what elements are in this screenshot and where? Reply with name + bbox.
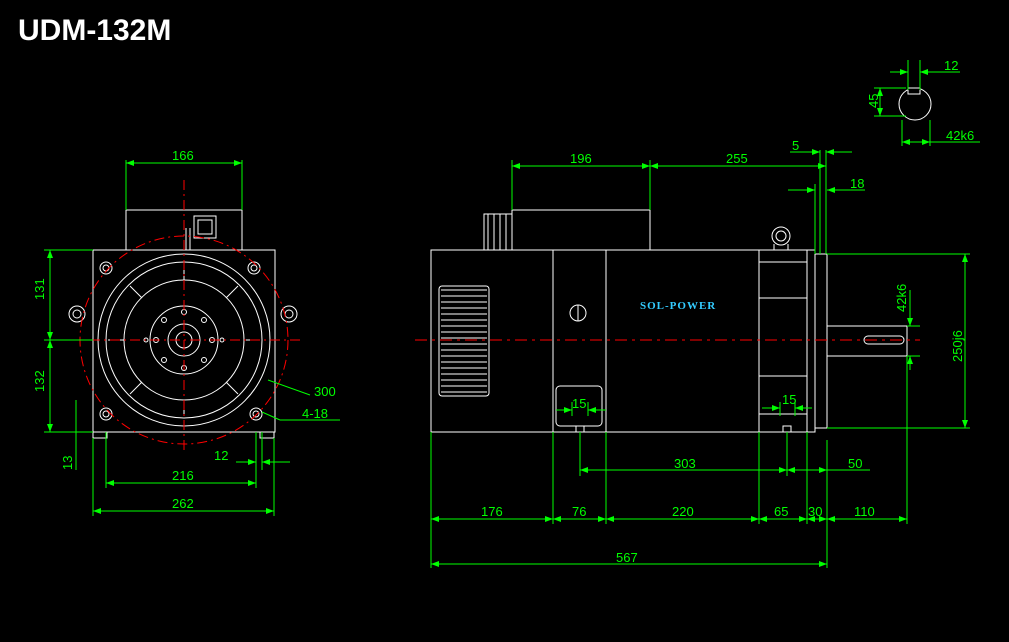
dim-front-height-lower: 132	[32, 370, 47, 392]
front-gland	[193, 215, 217, 239]
dim-front-height-upper: 131	[32, 278, 47, 300]
dim-seg-a: 176	[481, 504, 503, 519]
dim-key-shaft-fit: 42k6	[946, 128, 974, 143]
dim-front-bolt-circle: 300	[314, 384, 336, 399]
front-centerlines	[50, 180, 300, 450]
dim-foot-span: 303	[674, 456, 696, 471]
dim-front-hole-offset: 12	[214, 448, 228, 463]
side-view	[430, 209, 908, 433]
dim-seg-b: 76	[572, 504, 586, 519]
dim-front-width-top: 166	[172, 148, 194, 163]
side-dimension-labels: 196 255 5 18 42k6 250j6 15 15 303 50 176…	[481, 138, 965, 565]
front-dimension-labels: 166 131 132 13 300 4-18 12 216 262	[32, 148, 336, 511]
dim-front-foot-thickness: 13	[60, 456, 75, 470]
dim-side-box-length: 196	[570, 151, 592, 166]
side-cooling-vents	[438, 285, 490, 397]
dim-seg-e: 30	[808, 504, 822, 519]
brand-label: SOL-POWER	[640, 300, 716, 312]
key-detail: 12 45 42k6	[866, 58, 980, 146]
front-dimensions	[44, 160, 340, 516]
dim-spigot-diameter: 250j6	[950, 330, 965, 362]
dim-side-box-to-flange: 255	[726, 151, 748, 166]
dim-front-holes: 4-18	[302, 406, 328, 421]
dim-overall-length: 567	[616, 550, 638, 565]
side-shaft	[826, 325, 908, 357]
drawing-title: UDM-132M	[18, 14, 172, 47]
dim-key-height: 45	[866, 94, 881, 108]
side-flange	[814, 253, 828, 429]
side-dimensions	[430, 149, 970, 568]
front-view	[68, 209, 298, 439]
dim-seg-c: 220	[672, 504, 694, 519]
dim-seg-d: 65	[774, 504, 788, 519]
side-main-body	[430, 249, 760, 433]
dim-foot-pad-left: 15	[572, 396, 586, 411]
dim-shaft-diameter: 42k6	[894, 284, 909, 312]
dim-front-hole-span: 216	[172, 468, 194, 483]
dim-foot-pad-right: 15	[782, 392, 796, 407]
side-terminal-box	[511, 209, 651, 251]
dim-shaft-length: 110	[854, 504, 875, 519]
side-lifting-eye	[771, 226, 791, 246]
dim-flange-thickness: 18	[850, 176, 864, 191]
dim-front-base-width: 262	[172, 496, 194, 511]
dim-shaft-end-offset: 50	[848, 456, 862, 471]
dim-flange-gap: 5	[792, 138, 799, 153]
dim-key-width: 12	[944, 58, 958, 73]
